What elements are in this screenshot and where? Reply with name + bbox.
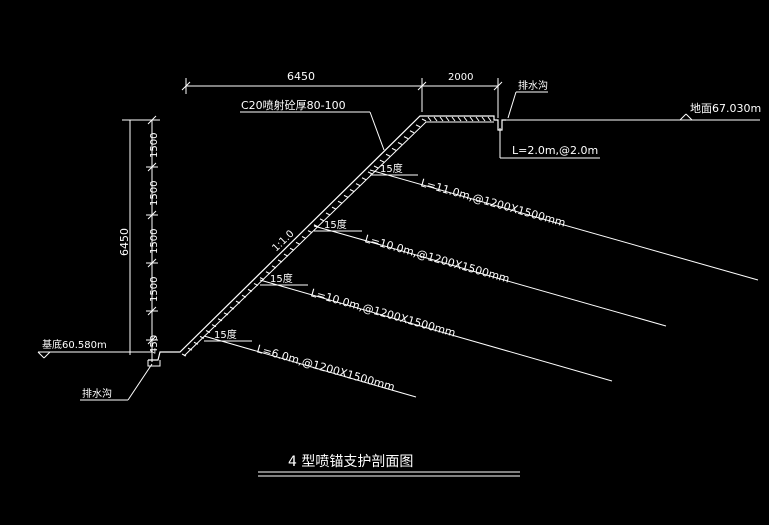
- hatch-stroke: [355, 183, 361, 187]
- hatch-stroke: [379, 159, 385, 163]
- hatch-stroke: [439, 116, 444, 122]
- hatch-stroke: [271, 265, 277, 269]
- hatch-stroke: [319, 218, 325, 222]
- anchor-4-angle: 15度: [214, 328, 237, 341]
- hatch-stroke: [397, 142, 403, 145]
- ground-lines: [37, 113, 760, 359]
- hatch-stroke: [475, 116, 480, 122]
- hatch-stroke: [457, 116, 462, 122]
- drain-top: 排水沟: [507, 79, 548, 119]
- dim-vertical-total: 6450: [118, 228, 131, 256]
- hatch-stroke: [469, 116, 474, 122]
- pit-bottom-label: 基底60.580m: [42, 338, 107, 351]
- drain-bottom: 排水沟: [80, 363, 153, 401]
- hatch-stroke: [415, 124, 421, 128]
- hatch-stroke: [259, 277, 265, 281]
- hatch-stroke: [235, 300, 241, 304]
- hatch-stroke: [205, 330, 211, 333]
- drawing-title: 4 型喷锚支护剖面图: [258, 454, 520, 477]
- shotcrete-callout: C20喷射砼厚80-100: [240, 98, 385, 151]
- hatch-stroke: [229, 306, 235, 310]
- dim-v4: 1500: [149, 277, 160, 302]
- ground-level-label: 地面67.030m: [690, 102, 761, 115]
- hatch-stroke: [463, 116, 468, 122]
- hatch-stroke: [199, 335, 205, 339]
- dim-v3: 1500: [149, 229, 160, 254]
- hatch-stroke: [451, 116, 456, 122]
- top-nail: L=2.0m,@2.0m: [499, 128, 600, 159]
- hatch-stroke: [301, 236, 307, 239]
- slope-face: [147, 115, 506, 367]
- hatch-stroke: [361, 177, 367, 181]
- anchor-4-spec: L=6.0m,@1200X1500mm: [255, 342, 396, 393]
- hatch-stroke: [265, 271, 271, 275]
- top-dimension: 6450 2000: [181, 70, 503, 118]
- anchor-1-spec: L=11.0m,@1200X1500mm: [419, 176, 567, 229]
- dim-v5: 450: [149, 335, 160, 354]
- hatch-stroke: [181, 353, 187, 357]
- hatch-stroke: [289, 247, 295, 251]
- hatch-stroke: [217, 318, 223, 322]
- hatch-stroke: [277, 259, 283, 263]
- hatch-stroke: [367, 171, 373, 175]
- hatch-stroke: [409, 130, 415, 134]
- dim-top-total: 6450: [287, 70, 315, 83]
- shotcrete-hatch: [181, 116, 492, 357]
- hatch-stroke: [295, 241, 301, 245]
- title-text: 4 型喷锚支护剖面图: [288, 454, 413, 470]
- hatch-stroke: [247, 288, 253, 292]
- anchor-1-angle: 15度: [380, 162, 403, 175]
- hatch-stroke: [223, 312, 229, 316]
- drain-top-label: 排水沟: [518, 79, 548, 92]
- hatch-stroke: [337, 200, 343, 204]
- hatch-stroke: [211, 324, 217, 328]
- anchor-4: 15度 L=6.0m,@1200X1500mm: [203, 328, 417, 398]
- hatch-stroke: [433, 116, 438, 122]
- left-dimension: 1500 1500 1500 1500 450 6450: [118, 115, 160, 362]
- dim-top-berm: 2000: [448, 72, 473, 83]
- dim-v1: 1500: [149, 133, 160, 158]
- anchor-2-spec: L=10.0m,@1200X1500mm: [363, 232, 511, 285]
- hatch-stroke: [187, 347, 193, 351]
- drain-bottom-label: 排水沟: [82, 387, 112, 400]
- hatch-stroke: [403, 136, 409, 140]
- hatch-stroke: [253, 283, 259, 286]
- hatch-stroke: [313, 224, 319, 228]
- anchor-3-angle: 15度: [270, 272, 293, 285]
- anchor-2-angle: 15度: [324, 218, 347, 231]
- hatch-stroke: [193, 341, 199, 345]
- anchor-3-spec: L=10.0m,@1200X1500mm: [309, 286, 457, 339]
- hatch-stroke: [481, 116, 486, 122]
- top-nail-label: L=2.0m,@2.0m: [512, 144, 598, 157]
- hatch-stroke: [325, 212, 331, 216]
- hatch-stroke: [391, 147, 397, 151]
- hatch-stroke: [343, 194, 349, 198]
- shotcrete-label: C20喷射砼厚80-100: [241, 98, 346, 112]
- hatch-stroke: [373, 165, 379, 169]
- hatch-stroke: [487, 116, 492, 122]
- hatch-stroke: [349, 189, 355, 192]
- hatch-stroke: [421, 118, 427, 122]
- hatch-stroke: [331, 206, 337, 210]
- dim-v2: 1500: [149, 181, 160, 206]
- hatch-stroke: [307, 230, 313, 234]
- hatch-stroke: [445, 116, 450, 122]
- hatch-stroke: [241, 294, 247, 298]
- hatch-stroke: [385, 153, 391, 157]
- hatch-stroke: [283, 253, 289, 257]
- hatch-stroke: [427, 116, 432, 122]
